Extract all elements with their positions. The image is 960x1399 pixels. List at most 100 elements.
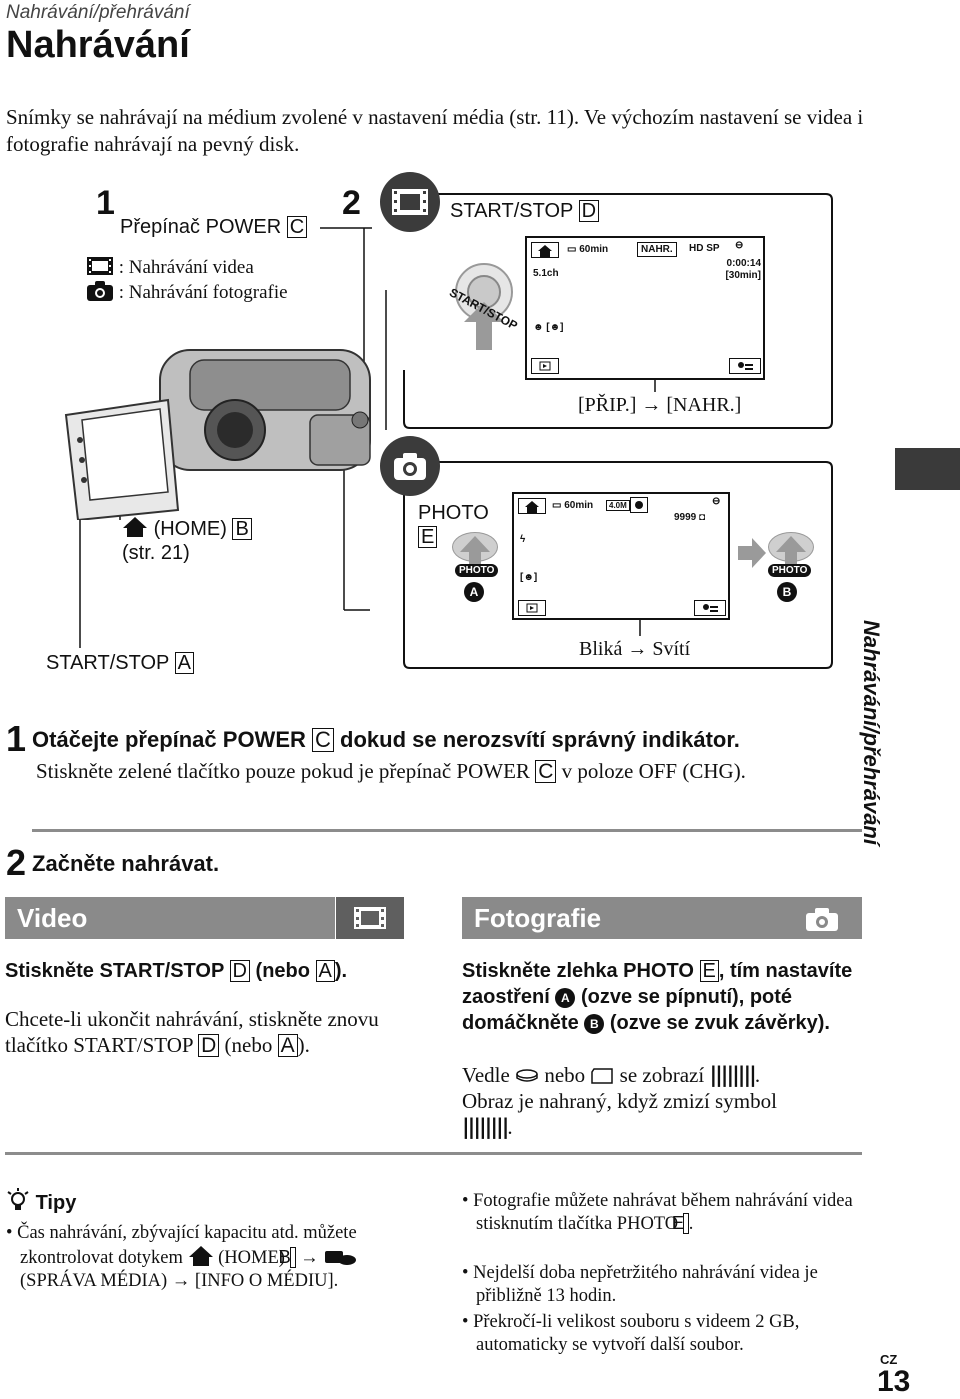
recording-bars-icon: |||||||| [709,1063,756,1087]
photo-body: Vedle nebo se zobrazí ||||||||. Obraz je… [462,1063,777,1139]
camera-icon [394,453,426,480]
media-manage-icon [325,1251,357,1265]
photo-e-label: PHOTO [418,502,489,524]
start-stop-d-text: START/STOP [450,200,573,222]
power-switch-text: Přepínač POWER [120,216,282,238]
photo-action-circle-a: A [555,988,576,1008]
mode-photo-line: : Nahrávání fotografie [86,280,288,304]
circle-b: B [777,582,797,602]
battery-icon: ▭ [567,244,577,255]
home-icon [188,1246,213,1266]
start-stop-a-letter: A [174,652,194,674]
video-body-letter-d: D [198,1034,220,1057]
section-label: Nahrávání/přehrávání [6,2,190,23]
home-page-ref: (str. 21) [122,542,190,564]
photo-action-letter-e: E [699,960,719,982]
flash-icon: ϟ [520,534,526,545]
circle-a: A [464,582,484,602]
film-icon [87,257,113,275]
step-2-number: 2 [6,842,27,883]
page-title: Nahrávání [6,24,190,66]
focus-lamp-icon [630,497,648,513]
film-icon [392,189,428,215]
photo-e-letter: E [418,526,438,548]
camera-icon [806,908,838,931]
start-stop-button: START/STOP [440,250,530,350]
tip-item: • Překročí-li velikost souboru s videem … [462,1312,800,1355]
video-column-header: Video [5,897,335,939]
press-arrow-icon [776,536,806,564]
photo-action: Stiskněte zlehka PHOTO E, tím nastavíte … [462,960,853,1034]
side-tab-marker [895,448,960,490]
step-1-number: 1 [6,718,27,759]
page-number: 13 [877,1365,911,1398]
page-language: CZ [880,1352,898,1367]
playback-icon [518,600,546,616]
tip-item: • Čas nahrávání, zbývající kapacitu atd.… [6,1223,357,1291]
option-icon [694,600,726,616]
battery-remaining: ▭ 60min [552,500,594,511]
memory-card-icon [591,1068,614,1084]
video-mode-circle [380,172,440,232]
video-header-icon-box [336,897,404,939]
hdd-icon [516,1069,538,1082]
right-arrow-icon [738,538,766,568]
press-arrow-icon [460,536,490,564]
divider [5,1152,862,1155]
start-stop-d-letter: D [578,200,600,222]
step-1-letter: C [312,728,334,752]
option-icon [729,358,761,374]
start-stop-d-label: START/STOP D [450,200,600,223]
step-1-body-letter: C [535,760,557,783]
lcd-screen-photo: ▭ 60min 4.0M 9999 ◘ ⊖ ϟ [☻] [512,492,730,620]
video-action-letter-d: D [229,960,250,982]
power-switch-label: Přepínač POWER C [120,216,308,239]
photo-count: 9999 ◘ [674,512,706,523]
mode-photo-text: : Nahrávání fotografie [118,282,288,303]
photo-e-letter-wrap: E [418,526,438,549]
home-letter: B [232,518,252,540]
battery-icon: ▭ [552,500,562,511]
camcorder-illustration [64,349,371,520]
photo-action-circle-b: B [584,1014,605,1034]
playback-icon [531,358,559,374]
face-detect-icon: ☻ [☻] [533,322,564,333]
power-switch-letter: C [286,216,308,238]
battery-remaining: ▭ 60min [567,244,609,255]
photo-mode-circle [380,436,440,496]
divider [32,829,862,832]
lightbulb-icon [7,1188,29,1210]
image-size: 4.0M [606,500,630,511]
tip-item: • Nejdelší doba nepřetržitého nahrávání … [462,1263,818,1306]
tip-letter-e: E [672,1213,689,1234]
audio-indicator: 5.1ch [533,268,559,279]
face-detect-icon: [☻] [520,572,538,583]
start-stop-button-drawing [455,263,513,350]
photo-badge-a: PHOTO [455,564,499,577]
right-arrow-icon: → [300,1248,319,1268]
video-body: Chcete-li ukončit nahrávání, stiskněte z… [5,1007,379,1057]
film-icon [354,907,386,929]
mode-video-line: : Nahrávání videa [86,256,254,279]
figure-step-1: 1 [96,184,115,222]
hdd-icon: ⊖ [712,496,721,507]
tip-item: • Fotografie můžete nahrávat během nahrá… [462,1191,853,1234]
photo-column-header: Fotografie [462,897,862,939]
tip-letter-b: B [279,1247,296,1268]
home-icon [531,242,559,258]
figure-area: 1 Přepínač POWER C : Nahrávání videa : N… [0,170,880,690]
photo-badge-b: PHOTO [768,564,812,577]
home-icon [123,517,147,537]
tips-heading: Tipy [6,1188,76,1215]
home-text: (HOME) [153,518,227,540]
blika-sviti-label: Bliká → Svítí [579,638,691,660]
video-body-letter-a: A [277,1034,298,1057]
home-icon [518,498,546,514]
start-stop-a-text: START/STOP [46,652,169,674]
video-action-letter-a: A [315,960,335,982]
figure-step-2: 2 [342,184,361,222]
prip-nahr-label: [PŘIP.] → [NAHR.] [578,394,742,416]
recording-bars-icon: |||||||| [462,1115,509,1139]
